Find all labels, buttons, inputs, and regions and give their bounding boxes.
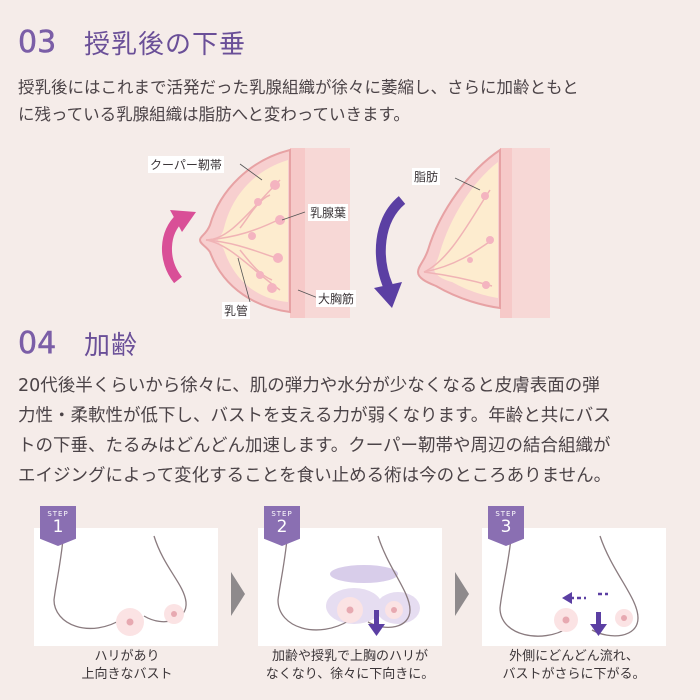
step-3-caption: 外側にどんどん流れ、 バストがさらに下がる。	[502, 649, 646, 682]
section-04-number: 04	[18, 326, 57, 362]
step-arrow-1-icon	[231, 572, 245, 616]
step-1-caption: ハリがあり 上向きなバスト	[81, 649, 173, 682]
breast-anatomy-diagram: クーパー靭帯 乳腺葉 乳管 大胸筋 脂肪	[140, 140, 560, 320]
lift-arrow-head-icon	[170, 210, 196, 232]
section-03-title: 授乳後の下垂	[84, 30, 247, 60]
sag-arrow-icon	[375, 196, 406, 288]
step-3-illustration	[482, 527, 666, 646]
step-arrow-2-icon	[455, 572, 469, 616]
label-pectoral-muscle: 大胸筋	[316, 290, 357, 307]
sag-arrow-head-icon	[374, 282, 402, 308]
label-fat: 脂肪	[412, 168, 441, 185]
step-2-caption: 加齢や授乳で上胸のハリが なくなり、徐々に下向きに。	[265, 649, 435, 682]
section-03-heading: 03 授乳後の下垂	[18, 24, 246, 61]
section-04-title: 加齢	[84, 331, 139, 361]
section-04-text: 20代後半くらいから徐々に、肌の弾力や水分が少なくなると皮膚表面の弾 力性・柔軟…	[18, 376, 612, 486]
label-milk-duct: 乳管	[222, 302, 251, 319]
section-03-text: 授乳後にはこれまで活発だった乳腺組織が徐々に萎縮し、さらに加齢ともと に残ってい…	[18, 78, 579, 124]
step-2-illustration	[258, 527, 442, 646]
label-cooper-ligament: クーパー靭帯	[148, 156, 224, 173]
section-04-heading: 04 加齢	[18, 325, 138, 362]
label-mammary-lobule: 乳腺葉	[308, 204, 349, 221]
step-1-illustration	[34, 527, 218, 646]
lobules-left	[248, 180, 285, 293]
lift-arrow-icon	[161, 214, 184, 284]
lobules-right	[467, 192, 494, 289]
anatomy-illustration	[161, 148, 550, 318]
section-03-number: 03	[18, 25, 57, 61]
